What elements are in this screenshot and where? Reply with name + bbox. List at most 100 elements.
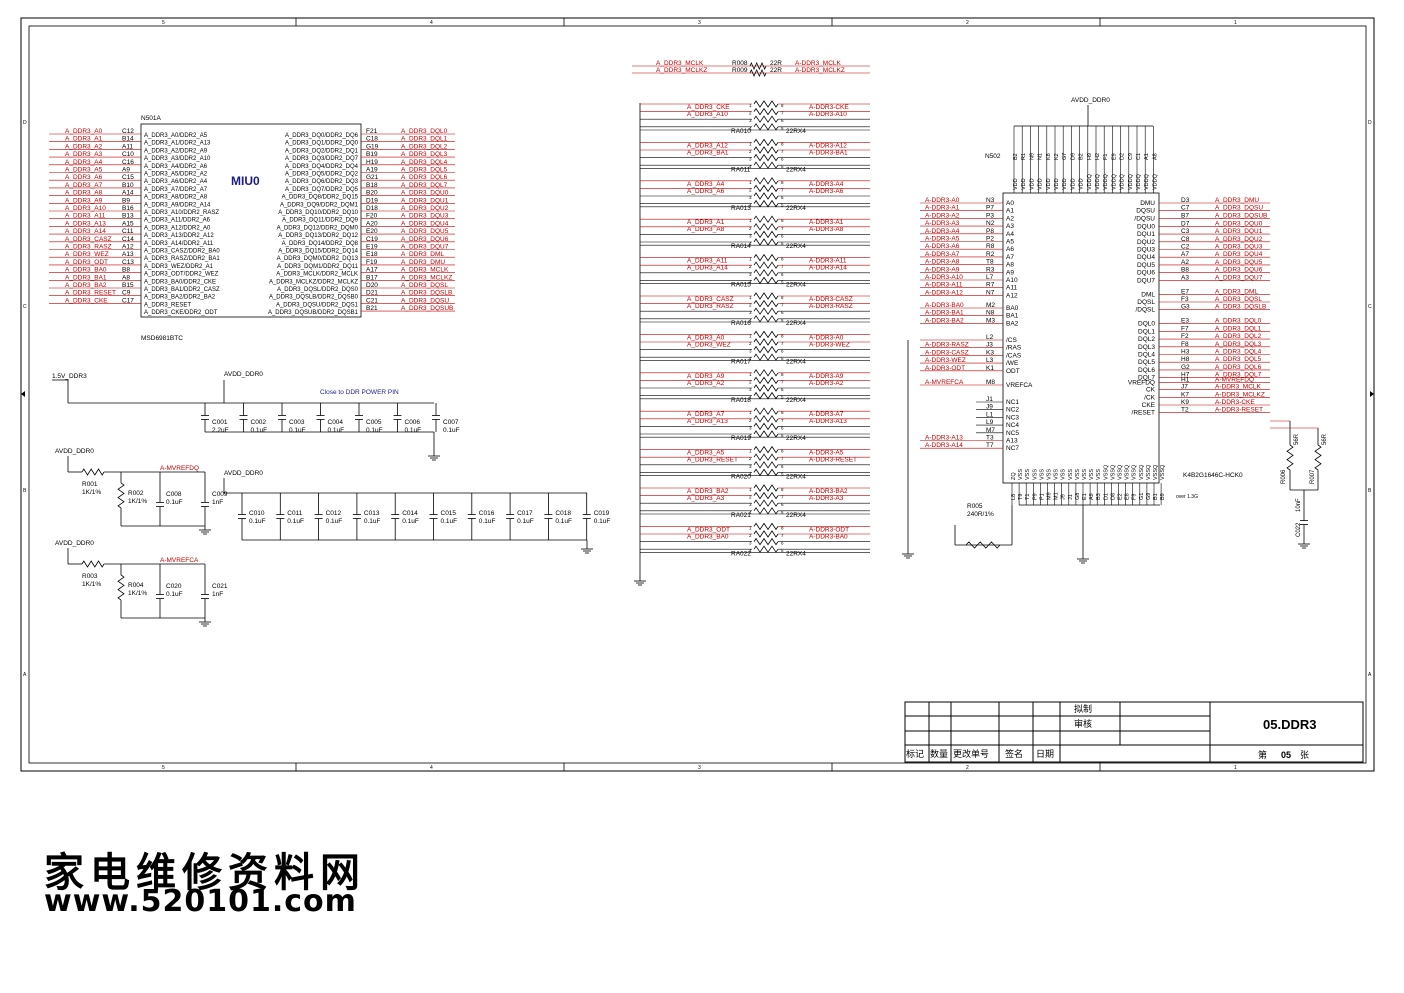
resistor [753, 507, 779, 515]
res-ref: R004 [128, 582, 144, 589]
pin-number: 4 [749, 318, 752, 323]
center-mark [21, 391, 25, 397]
net-label: A-DDR3-BA2 [809, 488, 848, 495]
pin-name: VDDQ [1144, 173, 1150, 190]
rnet-value: 22RX4 [786, 128, 806, 135]
pin-name: A_DDR3_DQM0/DDR2_DQ13 [277, 256, 359, 262]
pin-name: A_DDR3_CKE/DDR2_ODT [144, 310, 218, 316]
ball-number: C12 [122, 128, 134, 135]
resistor [753, 153, 779, 162]
net-label: A_DDR3_DQL0 [1215, 318, 1262, 325]
ball-number: E20 [366, 228, 378, 235]
ball-number: B16 [122, 205, 134, 212]
net-label: A_DDR3_BA0 [687, 533, 729, 540]
net-label: A_DDR3_A4 [65, 159, 103, 166]
net-label: A_DDR3_DQL3 [1215, 341, 1262, 348]
ball-number: C21 [366, 297, 378, 304]
rnet-ref: RA017 [731, 358, 751, 365]
net-label: A_DDR3_DQSUB [401, 305, 453, 312]
net-label: A-DDR3-A7 [925, 251, 960, 258]
resistor [753, 269, 779, 277]
pin-number: 3 [749, 195, 752, 200]
net-label: A-DDR3-A10 [925, 274, 963, 281]
power-net: AVDD_DDR0 [1071, 97, 1110, 104]
net-label: A-DDR3-A14 [925, 442, 963, 449]
cap-ref: C008 [166, 491, 182, 498]
rnet-ref: RA016 [731, 320, 751, 327]
drawn-by-label: 拟制 [1074, 703, 1092, 714]
net-label: A-DDR3-RASZ [809, 303, 853, 310]
cap-value: 0.1uF [405, 427, 422, 434]
zone-col-label: 2 [966, 20, 969, 26]
pin-name: VDD [1070, 178, 1076, 190]
cap-ref: C003 [289, 419, 305, 426]
cap-ref: C005 [366, 419, 382, 426]
ball-number: H2 [1095, 153, 1101, 160]
res-ref: R005 [967, 503, 983, 510]
net-label: A_DDR3_A3 [65, 151, 103, 158]
ball-number: A15 [122, 220, 134, 227]
cap-value: 0.1uF [594, 518, 611, 525]
res-ref: R002 [128, 490, 144, 497]
ball-number: J9 [986, 404, 993, 411]
resistor [753, 253, 779, 262]
pin-name: A13 [1006, 438, 1018, 445]
pin-name: /RAS [1006, 345, 1022, 352]
ball-number: T3 [986, 435, 994, 442]
ball-number: A2 [1181, 259, 1189, 266]
col-qty: 数量 [930, 748, 948, 759]
pin-name: A_DDR3_A11/DDR2_A6 [144, 218, 211, 224]
pin-number: 6 [781, 233, 784, 238]
net-label: A_DDR3_DQU5 [401, 228, 449, 235]
net-label: A_DDR3_A8 [65, 190, 103, 197]
pin-name: A_DDR3_DQM1/DDR2_DQ11 [277, 264, 359, 270]
ball-number: K3 [986, 349, 994, 356]
pin-name: VSSQ [1146, 464, 1152, 480]
pin-number: 4 [749, 548, 752, 553]
pin-number: 8 [781, 525, 784, 530]
sheet-number-suffix: 张 [1300, 750, 1309, 760]
net-label: A_DDR3_DQL0 [401, 128, 448, 135]
pin-name: A5 [1006, 239, 1014, 246]
ball-number: P3 [986, 212, 994, 219]
col-mark: 标记 [906, 748, 924, 759]
res-ref: R003 [82, 573, 98, 580]
ball-number: H8 [1181, 356, 1190, 363]
net-label: A-DDR3-A1 [809, 219, 844, 226]
pin-number: 6 [781, 425, 784, 430]
ball-number: F19 [366, 259, 378, 266]
zone-row-label: B [1368, 488, 1372, 494]
net-label: A_DDR3_DQL3 [401, 151, 448, 158]
net-label: A_DDR3_DQL7 [401, 182, 448, 189]
resistor [81, 560, 105, 568]
pin-name: DQL3 [1138, 344, 1155, 351]
net-label: A-MVREFDQ [160, 465, 199, 472]
resistor [965, 541, 1001, 549]
res-value: 1K/1% [128, 498, 147, 505]
pin-number: 1 [749, 449, 752, 454]
pin-name: A_DDR3_DQSLB/DDR2_DQSB0 [269, 295, 359, 301]
net-label: A_DDR3_ODT [65, 259, 108, 266]
pin-number: 6 [781, 310, 784, 315]
resistor [753, 177, 779, 185]
ball-number: K2 [1054, 153, 1060, 160]
ball-number: B10 [122, 182, 134, 189]
pin-name: NC2 [1006, 407, 1019, 414]
pin-name: A_DDR3_DQSUB/DDR2_DQSB1 [268, 310, 359, 316]
pin-name: BA2 [1006, 320, 1019, 327]
cap-ref: C007 [443, 419, 459, 426]
pin-name: VSS [1025, 469, 1031, 480]
ball-number: K8 [1046, 153, 1052, 160]
ball-number: C18 [366, 136, 378, 143]
ball-number: A7 [1181, 251, 1189, 258]
pin-name: A_DDR3_DQ13/DDR2_DQ12 [278, 233, 358, 239]
pin-name: DQU0 [1137, 223, 1155, 230]
resistor [753, 461, 779, 469]
ball-number: E7 [1181, 288, 1189, 295]
ball-number: M7 [986, 427, 995, 434]
pin-number: 7 [781, 303, 784, 308]
pin-name: A10 [1006, 277, 1018, 284]
